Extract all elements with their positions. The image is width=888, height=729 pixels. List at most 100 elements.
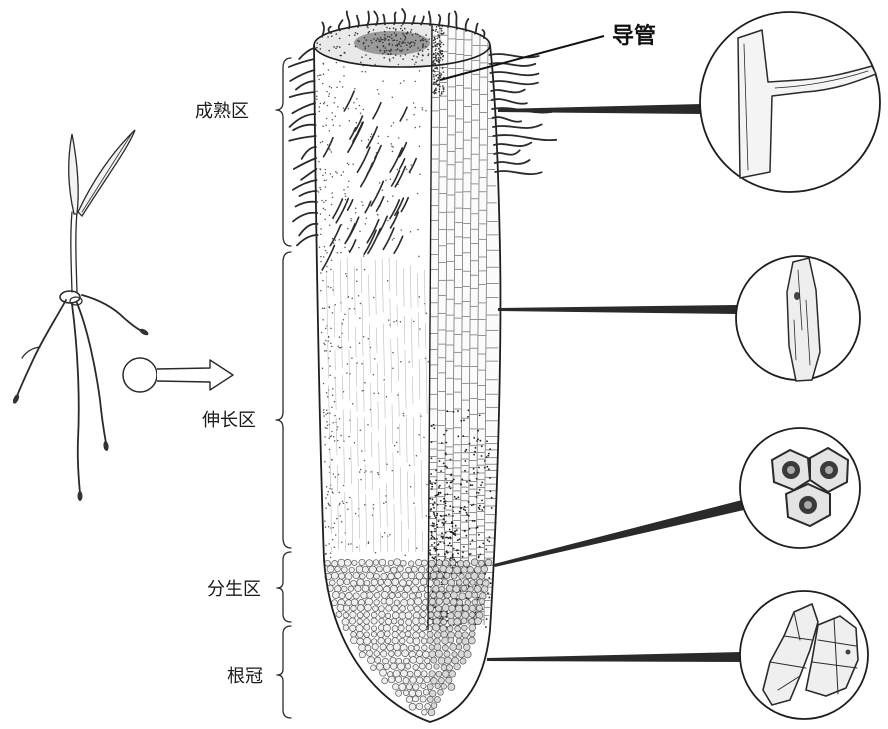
stipple-dot [384, 31, 386, 33]
root-cap-cell [344, 579, 350, 585]
stipple-dot [350, 220, 352, 222]
root-hair [294, 158, 316, 169]
root-cap-cell [409, 561, 414, 566]
root-cap-cell [470, 580, 475, 585]
meristem-stipple-dot [452, 553, 454, 555]
stipple-dot [327, 105, 329, 107]
root-cap-cell [465, 573, 471, 579]
stipple-dot [392, 352, 394, 354]
meristem-stipple-dot [487, 455, 489, 457]
root-cap-cell [377, 586, 383, 592]
stipple-dot [348, 108, 350, 110]
root-cap-cell [406, 619, 412, 625]
root-cap-cell [403, 678, 409, 684]
meristem-stipple-dot [460, 420, 462, 422]
stipple-dot [326, 266, 328, 268]
stipple-dot [320, 74, 322, 76]
root-cap-cell [351, 580, 357, 586]
root-cap-cell [351, 632, 357, 638]
stipple-dot [339, 447, 341, 449]
root-hair [322, 22, 324, 36]
vessel-stipple-dot [439, 86, 441, 88]
root-cap-cell [424, 572, 431, 579]
stipple-dot [323, 412, 325, 414]
stipple-dot [324, 246, 326, 248]
meristem-stipple-dot [439, 541, 441, 543]
meristem-stipple-dot [431, 544, 433, 546]
stipple-dot [408, 361, 410, 363]
stipple-dot [427, 49, 429, 51]
root-cap-cell [361, 592, 368, 599]
meristem-stipple-dot [443, 524, 445, 526]
meristem-stipple-dot [474, 520, 476, 522]
stipple-dot [381, 39, 383, 41]
stipple-dot [332, 388, 334, 390]
meristem-stipple-dot [478, 467, 480, 469]
meristem-stipple-dot [473, 437, 475, 439]
stipple-dot [392, 367, 394, 369]
stipple-dot [329, 86, 331, 88]
meristem-stipple-dot [433, 558, 435, 560]
stipple-dot [328, 543, 330, 545]
stipple-dot [406, 168, 408, 170]
stipple-dot [382, 536, 384, 538]
vessel-stipple-dot [434, 78, 436, 80]
stipple-dot [397, 451, 399, 453]
vessel-stipple-dot [439, 72, 441, 74]
stipple-dot [355, 212, 357, 214]
root-cap-cell [357, 612, 363, 618]
root-cap-cell [343, 605, 349, 611]
root-cap-cell [451, 573, 457, 579]
stipple-dot [328, 50, 330, 52]
stipple-dot [339, 81, 341, 83]
stipple-dot [324, 444, 326, 446]
root-cap-cell [371, 618, 377, 624]
root-cap-cell [441, 611, 447, 617]
root-cap-cell [342, 586, 348, 592]
root-cap-cell [391, 618, 397, 624]
magnified-elongated-cell [736, 256, 860, 381]
meristem-stipple-dot [468, 409, 470, 411]
meristem-stipple-dot [431, 457, 433, 459]
stipple-dot [316, 47, 318, 49]
root-tip [289, 9, 556, 722]
root-cap-cell [469, 618, 475, 624]
root-cap-cell [438, 689, 444, 695]
root-cap-cell [413, 684, 419, 690]
root-cap-cell [414, 670, 421, 677]
meristem-stipple-dot [486, 618, 488, 620]
meristem-stipple-dot [457, 410, 459, 412]
root-cap-cell [444, 598, 450, 604]
stipple-dot [324, 436, 326, 438]
root-cap-cell [442, 645, 448, 651]
vessel-stipple-dot [440, 50, 442, 52]
meristem-stipple-dot [449, 542, 451, 544]
meristem-stipple-dot [434, 531, 436, 533]
stipple-dot [320, 213, 322, 215]
stipple-dot [326, 118, 328, 120]
meristem-stipple-dot [445, 514, 447, 516]
root-cap-cell [413, 625, 419, 631]
stipple-dot [325, 497, 327, 499]
meristem-stipple-dot [455, 525, 457, 527]
stipple-dot [392, 44, 394, 46]
root-cap-cell [336, 612, 342, 618]
stipple-dot [400, 28, 402, 30]
stipple-dot [327, 396, 329, 398]
stipple-dot [319, 106, 321, 108]
leader-elongated-cell [498, 305, 737, 314]
stipple-dot [330, 287, 332, 289]
root-hair [455, 11, 457, 28]
root-cap-cell [344, 559, 351, 566]
meristem-stipple-dot [488, 541, 490, 543]
meristem-stipple-dot [491, 507, 493, 509]
root-cap-cell [447, 626, 453, 632]
meristem-nucleolus-3 [804, 501, 812, 509]
meristem-stipple-dot [466, 514, 468, 516]
stipple-dot [327, 494, 329, 496]
stipple-dot [332, 422, 334, 424]
stipple-dot [377, 47, 379, 49]
stipple-dot [331, 35, 333, 37]
meristem-stipple-dot [490, 490, 492, 492]
stipple-dot [320, 142, 322, 144]
